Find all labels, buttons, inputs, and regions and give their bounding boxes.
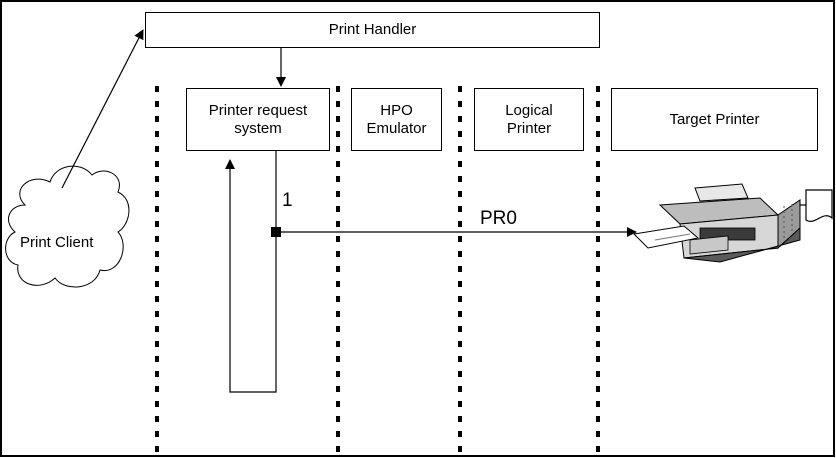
step-number-label: 1: [282, 190, 293, 211]
lane-printer-request-system: Printer request system: [186, 88, 330, 151]
printer-icon: [632, 183, 801, 263]
pr0-message-label: PR0: [480, 208, 517, 229]
client-to-handler-arrow: [61, 29, 144, 189]
print-client-cloud: [5, 165, 130, 288]
lane-hpo-emulator: HPO Emulator: [351, 88, 442, 151]
request-loop-arrow: [225, 151, 277, 393]
lane-target-printer: Target Printer: [611, 88, 818, 151]
lifelines: [155, 86, 600, 452]
print-handler-box: Print Handler: [145, 12, 600, 48]
lane-logical-printer: Logical Printer: [474, 88, 584, 151]
printed-document-icon: [805, 189, 833, 222]
message-origin-marker: [271, 227, 281, 237]
print-client-label: Print Client: [20, 234, 94, 251]
